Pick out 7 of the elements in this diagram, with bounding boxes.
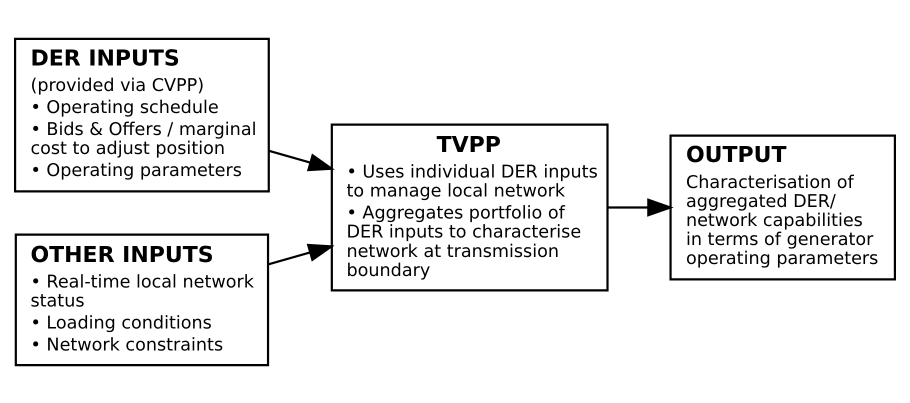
- node-box: OTHER INPUTS • Real-time local network status • Loading conditions • Network constraints: [14, 233, 270, 366]
- arrow: [268, 149, 335, 171]
- node-box: TVPP • Uses individual DER inputs to manage local network • Aggregates portfolio of DER inputs to characterise network at transmission boundary: [330, 123, 609, 291]
- arrow: [268, 243, 335, 265]
- node-box: OUTPUT Characterisation of aggregated DER/ network capabilities in terms of generator operating parameters: [669, 134, 896, 280]
- node-box: DER INPUTS (provided via CVPP) • Operating schedule • Bids & Offers / marginal cost to adjust position • Operating parameters: [14, 37, 270, 192]
- arrow: [608, 198, 674, 216]
